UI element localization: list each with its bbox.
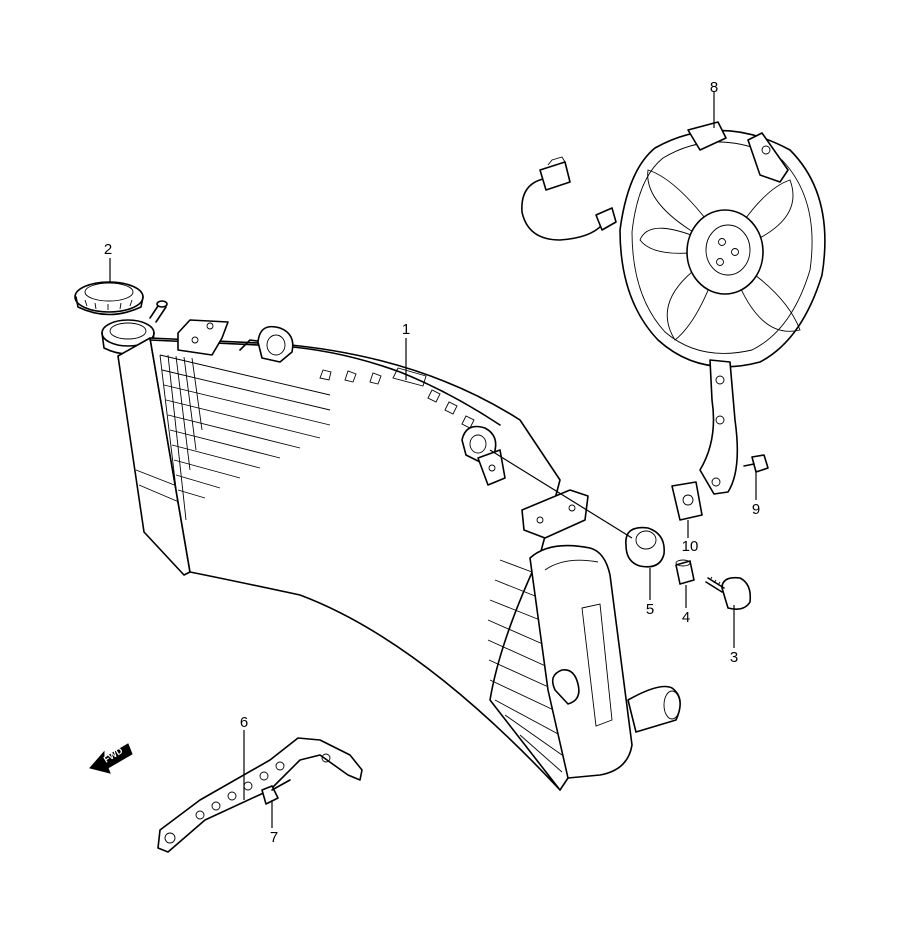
leader-lines	[109, 92, 757, 828]
callout-labels: 1 2 3 4 5 6 7 8 9 10	[104, 79, 760, 846]
callout-3: 3	[730, 649, 738, 666]
clip-nut-10	[671, 481, 703, 521]
radiator-cap	[74, 281, 144, 316]
callout-8: 8	[710, 79, 718, 96]
callout-2: 2	[104, 241, 112, 258]
radiator-assembly	[101, 300, 681, 791]
grommet-5	[625, 526, 665, 568]
bolt-7	[261, 779, 291, 805]
callout-10: 10	[682, 538, 699, 555]
cooling-fan	[521, 121, 826, 495]
callout-7: 7	[270, 829, 278, 846]
bolt-9	[743, 454, 769, 473]
collar-4	[675, 559, 695, 585]
bracket-6	[157, 737, 363, 853]
bolt-3	[705, 576, 752, 610]
callout-9: 9	[752, 501, 760, 518]
forward-direction-arrow: FWD	[89, 743, 133, 774]
callout-4: 4	[682, 609, 690, 626]
callout-5: 5	[646, 601, 654, 618]
callout-1: 1	[402, 321, 410, 338]
callout-6: 6	[240, 714, 248, 731]
